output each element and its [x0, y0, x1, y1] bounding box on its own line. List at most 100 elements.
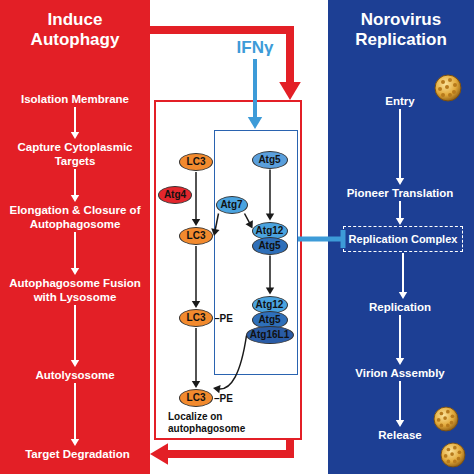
protein-node: LC3–PE [179, 309, 241, 327]
modification-suffix: –PE [214, 313, 233, 324]
connector-line [163, 440, 290, 454]
protein-complex: Atg12Atg5Atg16L1 [245, 296, 295, 344]
arrow-head [399, 292, 407, 299]
protein-node: LC3–PE [179, 389, 241, 407]
protein-oval: LC3 [179, 309, 213, 327]
arrow-connector [71, 169, 79, 202]
arrow-connector [192, 328, 200, 388]
arrow-connector [396, 381, 404, 427]
inhibition-connector [298, 230, 343, 248]
arrow-connector [150, 440, 290, 465]
process-step: Entry [338, 94, 462, 108]
panel-title: Induce Autophagy [10, 10, 140, 50]
protein-oval: Atg5 [252, 237, 288, 255]
process-step: Replication [338, 300, 462, 314]
process-step: Pioneer Translation [338, 186, 462, 200]
process-step: Autolysosome [5, 368, 145, 382]
step-label: Capture Cytoplasmic Targets [5, 140, 145, 168]
pathway-box: LC3Atg4LC3LC3–PELC3–PEAtg7Atg5Atg12Atg5A… [154, 100, 302, 440]
arrow-connector [213, 336, 247, 394]
connector-line [245, 214, 251, 225]
arrow-head [279, 82, 301, 100]
arrow-head [71, 268, 79, 275]
step-label: Pioneer Translation [338, 186, 462, 200]
arrow-head [248, 117, 262, 129]
arrow-head [266, 214, 274, 221]
arrow-head [192, 219, 200, 226]
connector-line [74, 107, 76, 134]
process-step: Autophagosome Fusion with Lysosome [3, 276, 147, 304]
protein-oval: LC3 [179, 153, 213, 171]
step-label: Autolysosome [5, 368, 145, 382]
protein-complex: Atg12Atg5 [250, 222, 290, 255]
arrow-connector [399, 253, 407, 299]
protein-oval: Atg5 [252, 311, 288, 329]
connector-line [195, 328, 197, 383]
protein-oval: Atg12 [252, 222, 288, 240]
arrow-connector [192, 172, 200, 226]
signal-node: IFNγ [226, 38, 284, 58]
connector-line [402, 253, 404, 294]
process-step: Elongation & Closure of Autophagosome [3, 203, 147, 231]
protein-oval: Atg5 [252, 151, 288, 169]
step-label: Elongation & Closure of Autophagosome [3, 203, 147, 231]
arrow-connector [245, 214, 253, 229]
process-step: Capture Cytoplasmic Targets [5, 140, 145, 168]
step-label: Release [338, 428, 462, 442]
connector-line [399, 201, 401, 220]
connector-line [399, 109, 401, 180]
arrow-head [71, 132, 79, 139]
step-label: Virion Assembly [338, 366, 462, 380]
inhibition-bar [341, 230, 346, 248]
arrow-head [192, 381, 200, 388]
protein-oval: LC3 [179, 227, 213, 245]
protein-oval: Atg4 [158, 186, 192, 204]
step-label: Isolation Membrane [5, 92, 145, 106]
arrow-connector [71, 232, 79, 275]
arrow-connector [71, 305, 79, 367]
norovirus-panel: Norovirus ReplicationEntryPioneer Transl… [328, 0, 474, 474]
annotation-note: Localize on autophagosome [168, 411, 246, 435]
protein-node: Atg7 [216, 196, 248, 214]
connector-line [253, 59, 257, 121]
arrow-connector [71, 383, 79, 446]
autophagy-panel: Induce AutophagyIsolation MembraneCaptur… [0, 0, 150, 474]
arrow-connector [266, 256, 274, 295]
arrow-head [396, 358, 404, 365]
connector-line [399, 315, 401, 360]
modification-suffix: –PE [214, 393, 233, 404]
panel-title: Norovirus Replication [336, 10, 466, 50]
arrow-connector [211, 214, 219, 237]
signal-name: IFNγ [226, 38, 284, 58]
arrow-connector [396, 201, 404, 225]
step-label: Target Degradation [5, 447, 150, 461]
arrow-head [71, 360, 79, 367]
process-step: Target Degradation [5, 447, 150, 461]
arrow-head [71, 195, 79, 202]
step-label: Replication [338, 300, 462, 314]
connector-line [298, 237, 343, 242]
connector-line [74, 169, 76, 197]
step-label: Autophagosome Fusion with Lysosome [3, 276, 147, 304]
step-label: Replication Complex [344, 227, 462, 251]
conjugation-box: Atg7Atg5Atg12Atg5Atg12Atg5Atg16L1 [214, 130, 298, 375]
arrow-head [150, 443, 168, 465]
protein-node: LC3 [179, 153, 213, 171]
connector-line [215, 214, 219, 232]
arrow-head [396, 178, 404, 185]
connector-line [399, 381, 401, 422]
arrow-head [192, 301, 200, 308]
step-label: Entry [338, 94, 462, 108]
arrow-head [211, 228, 219, 236]
process-step: Isolation Membrane [5, 92, 145, 106]
arrow-connector [266, 170, 274, 221]
connector-line [74, 232, 76, 270]
connector-line [195, 246, 197, 303]
protein-node: LC3 [179, 227, 213, 245]
arrow-head [396, 218, 404, 225]
protein-oval: LC3 [179, 389, 213, 407]
connector-line [269, 170, 271, 216]
arrow-head [396, 420, 404, 427]
arrow-head [266, 288, 274, 295]
